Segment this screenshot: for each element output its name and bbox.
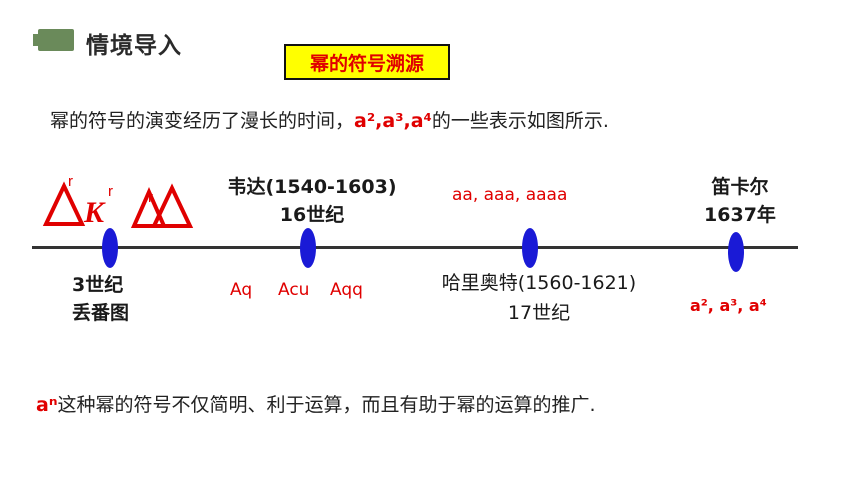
vieta-notation-aqq: Aqq	[330, 280, 363, 300]
badge-label: 幂的符号溯源	[309, 52, 424, 75]
descartes-notation: a², a³, a⁴	[690, 296, 767, 315]
vieta-notation-aq: Aq	[230, 280, 253, 300]
event-2-subtitle: 16世纪	[279, 204, 345, 226]
footer-text: aⁿ这种幂的符号不仅简明、利于运算，而且有助于幂的运算的推广.	[36, 390, 596, 417]
harriot-notation: aa, aaa, aaaa	[452, 185, 568, 205]
svg-text:K: K	[83, 196, 106, 229]
svg-text:r: r	[148, 189, 153, 206]
timeline-node-4	[728, 232, 744, 272]
event-4-title: 笛卡尔	[711, 176, 769, 198]
svg-text:r: r	[108, 183, 113, 200]
event-3-title: 哈里奥特(1560-1621)	[441, 272, 637, 294]
vieta-notation-acu: Acu	[278, 280, 310, 300]
diophantus-notation: r K r r	[38, 173, 208, 234]
event-1-subtitle: 丢番图	[72, 302, 130, 324]
intro-prefix: 幂的符号的演变经历了漫长的时间，	[50, 110, 355, 132]
intro-text: 幂的符号的演变经历了漫长的时间，a²,a³,a⁴的一些表示如图所示.	[50, 106, 609, 133]
section-badge: 幂的符号溯源	[284, 44, 450, 80]
event-3-subtitle: 17世纪	[507, 302, 571, 324]
event-4-subtitle: 1637年	[704, 204, 776, 226]
svg-text:r: r	[68, 173, 73, 190]
event-1-title: 3世纪	[72, 274, 124, 296]
event-2-title: 韦达(1540-1603)	[227, 176, 397, 198]
title-icon	[33, 29, 74, 51]
intro-powers: a²,a³,a⁴	[354, 110, 432, 132]
footer-body: 这种幂的符号不仅简明、利于运算，而且有助于幂的运算的推广.	[57, 394, 596, 416]
timeline-node-1	[102, 228, 118, 268]
timeline-axis	[32, 246, 798, 249]
footer-prefix: aⁿ	[36, 394, 58, 416]
page-title: 情境导入	[86, 33, 182, 59]
intro-suffix: 的一些表示如图所示.	[431, 110, 609, 132]
timeline-node-3	[522, 228, 538, 268]
timeline-node-2	[300, 228, 316, 268]
diophantus-symbols-icon: r K r r	[42, 173, 194, 229]
